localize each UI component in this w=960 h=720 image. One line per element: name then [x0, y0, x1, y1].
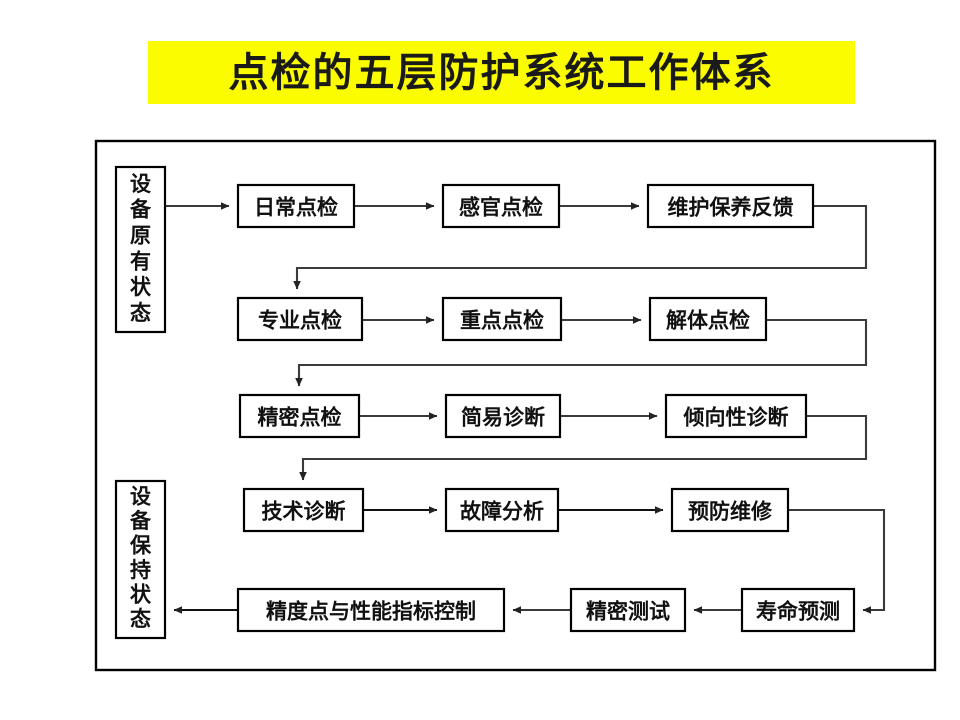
node-accuracy-performance-control[interactable]: 精度点与性能指标控制 [236, 587, 506, 633]
node-accuracy-performance-control-label: 精度点与性能指标控制 [266, 599, 476, 624]
node-simple-diagnosis-label: 简易诊断 [461, 405, 545, 430]
node-preventive-maintenance-label: 预防维修 [688, 499, 773, 524]
node-preventive-maintenance[interactable]: 预防维修 [670, 487, 790, 533]
node-output-state-label: 设备保持状态 [129, 484, 152, 632]
node-disassembly-inspection[interactable]: 解体点检 [648, 296, 768, 342]
diagram-frame [94, 139, 937, 672]
node-life-prediction[interactable]: 寿命预测 [740, 587, 856, 633]
connector-trend-to-technical [299, 414, 868, 481]
node-technical-diagnosis[interactable]: 技术诊断 [242, 487, 365, 533]
node-precision-testing-label: 精密测试 [586, 599, 670, 624]
node-fault-analysis-label: 故障分析 [460, 499, 544, 524]
node-input-state-label: 设备原有状态 [129, 171, 152, 325]
node-trend-diagnosis-label: 倾向性诊断 [683, 405, 789, 430]
node-maintenance-feedback[interactable]: 维护保养反馈 [646, 183, 815, 229]
title-banner: 点检的五层防护系统工作体系 [148, 41, 855, 104]
node-daily-inspection-label: 日常点检 [254, 195, 338, 220]
node-key-point-inspection-label: 重点点检 [460, 308, 544, 333]
node-life-prediction-label: 寿命预测 [756, 599, 840, 624]
node-sensory-inspection[interactable]: 感官点检 [441, 183, 561, 229]
node-trend-diagnosis[interactable]: 倾向性诊断 [664, 393, 808, 439]
node-precision-testing[interactable]: 精密测试 [569, 587, 687, 633]
node-precision-inspection[interactable]: 精密点检 [238, 393, 361, 439]
node-professional-inspection[interactable]: 专业点检 [236, 296, 364, 342]
node-sensory-inspection-label: 感官点检 [459, 195, 543, 220]
connector-disassembly-to-precision [295, 318, 868, 387]
node-disassembly-inspection-label: 解体点检 [666, 308, 750, 333]
connector-feedback-to-professional [293, 204, 868, 290]
node-input-state[interactable]: 设备原有状态 [114, 165, 167, 334]
node-daily-inspection[interactable]: 日常点检 [236, 183, 356, 229]
connector-preventive-to-life [788, 508, 886, 614]
page-title: 点检的五层防护系统工作体系 [228, 48, 775, 96]
node-technical-diagnosis-label: 技术诊断 [262, 499, 346, 524]
node-precision-inspection-label: 精密点检 [258, 405, 342, 430]
node-fault-analysis[interactable]: 故障分析 [444, 487, 560, 533]
node-maintenance-feedback-label: 维护保养反馈 [668, 195, 794, 220]
node-key-point-inspection[interactable]: 重点点检 [441, 296, 563, 342]
node-simple-diagnosis[interactable]: 简易诊断 [444, 393, 562, 439]
node-professional-inspection-label: 专业点检 [258, 308, 342, 333]
node-output-state[interactable]: 设备保持状态 [114, 479, 167, 640]
